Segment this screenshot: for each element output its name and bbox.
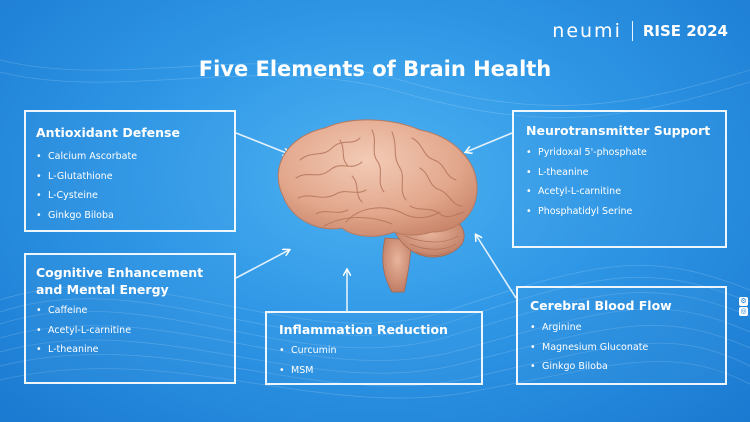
- ingredient-list: Calcium Ascorbate L-Glutathione L-Cystei…: [36, 147, 224, 225]
- panel-inflammation-reduction: Inflammation Reduction Curcumin MSM: [265, 311, 483, 385]
- list-item: Caffeine: [36, 301, 224, 321]
- list-item: L-Glutathione: [36, 167, 224, 187]
- ingredient-list: Curcumin MSM: [279, 341, 469, 380]
- target-icon[interactable]: ◎: [739, 307, 748, 316]
- list-item: Ginkgo Biloba: [36, 206, 224, 226]
- list-item: Curcumin: [279, 341, 469, 361]
- list-item: L-Cysteine: [36, 186, 224, 206]
- list-item: Calcium Ascorbate: [36, 147, 224, 167]
- panel-cognitive-enhancement: Cognitive Enhancement and Mental Energy …: [24, 253, 236, 384]
- list-item: L-theanine: [526, 163, 713, 183]
- arrow-blood-flow: [476, 235, 517, 299]
- neumi-logo: neumi: [552, 20, 622, 42]
- brand-header: neumi RISE 2024: [552, 20, 728, 42]
- event-label: RISE 2024: [642, 22, 728, 40]
- arrow-neurotransmitter: [466, 132, 513, 152]
- settings-icon[interactable]: ⚙: [739, 297, 748, 306]
- panel-neurotransmitter-support: Neurotransmitter Support Pyridoxal 5'-ph…: [512, 110, 727, 248]
- list-item: Magnesium Gluconate: [530, 338, 713, 358]
- panel-title-line2: and Mental Energy: [36, 282, 169, 297]
- arrow-cognitive: [235, 250, 289, 279]
- list-item: Acetyl-L-carnitine: [526, 182, 713, 202]
- panel-title: Cerebral Blood Flow: [530, 298, 672, 313]
- panel-cerebral-blood-flow: Cerebral Blood Flow Arginine Magnesium G…: [516, 286, 727, 385]
- ingredient-list: Pyridoxal 5'-phosphate L-theanine Acetyl…: [526, 143, 713, 221]
- panel-title: Inflammation Reduction: [279, 322, 448, 337]
- ingredient-list: Arginine Magnesium Gluconate Ginkgo Bilo…: [530, 318, 713, 377]
- list-item: Arginine: [530, 318, 713, 338]
- slide-title: Five Elements of Brain Health: [198, 57, 552, 81]
- panel-title: Neurotransmitter Support: [526, 123, 711, 138]
- ingredient-list: Caffeine Acetyl-L-carnitine L-theanine: [36, 301, 224, 360]
- list-item: Phosphatidyl Serine: [526, 202, 713, 222]
- brand-divider: [631, 21, 633, 41]
- list-item: Acetyl-L-carnitine: [36, 321, 224, 341]
- list-item: Pyridoxal 5'-phosphate: [526, 143, 713, 163]
- list-item: Ginkgo Biloba: [530, 357, 713, 377]
- list-item: L-theanine: [36, 340, 224, 360]
- arrow-antioxidant: [235, 132, 289, 154]
- panel-title-line1: Cognitive Enhancement: [36, 265, 204, 280]
- panel-antioxidant-defense: Antioxidant Defense Calcium Ascorbate L-…: [24, 110, 236, 232]
- list-item: MSM: [279, 361, 469, 381]
- panel-title: Antioxidant Defense: [36, 125, 180, 140]
